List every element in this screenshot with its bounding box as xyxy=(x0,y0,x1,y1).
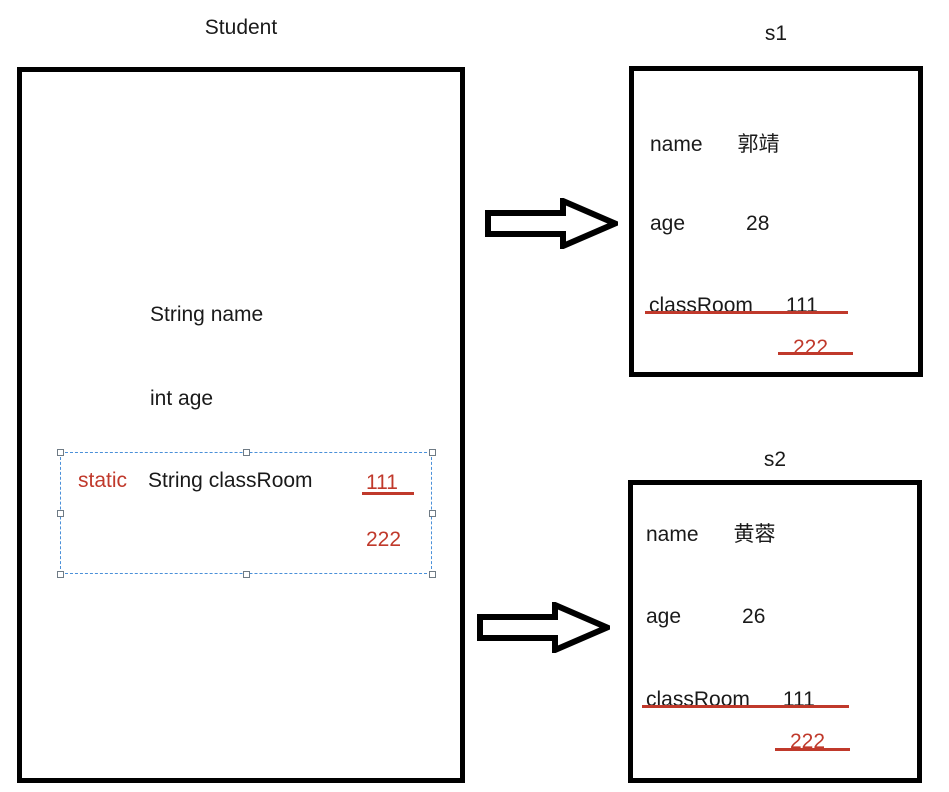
selection-handle-ne[interactable] xyxy=(429,449,436,456)
selection-handle-n[interactable] xyxy=(243,449,250,456)
instance-s2-row-name-value: 黄蓉 xyxy=(733,523,776,546)
selection-handle-s[interactable] xyxy=(243,571,250,578)
class-box-student xyxy=(17,67,465,783)
instance-s2-row-age: age 26 xyxy=(646,605,765,629)
instance-s2-row-classroom-new: 222 xyxy=(790,730,825,754)
instance-s2-row-classroom-new-value: 222 xyxy=(790,730,826,753)
instance-s1-row-name-label: name xyxy=(650,133,703,156)
arrow-to-s1 xyxy=(485,196,623,251)
instance-s2-row-classroom-label: classRoom xyxy=(646,688,750,711)
class-static-value-222-text: 222 xyxy=(366,528,402,551)
class-field-name-text: String name xyxy=(150,303,264,326)
class-static-modifier: static xyxy=(78,469,127,493)
class-static-value-111: 111 xyxy=(366,471,398,495)
instance-s1-row-age: age 28 xyxy=(650,212,769,236)
arrow-to-s2-icon xyxy=(477,600,615,655)
selection-handle-w[interactable] xyxy=(57,510,64,517)
class-field-age-text: int age xyxy=(150,387,214,410)
instance-s1-title: s1 xyxy=(764,22,788,45)
instance-s1-row-classroom-new: 222 xyxy=(793,336,828,360)
class-static-value-222: 222 xyxy=(366,528,401,552)
instance-s1-row-classroom-strike xyxy=(645,311,848,314)
instance-s1-row-classroom-label: classRoom xyxy=(649,294,753,317)
instance-s2-row-classroom-value: 111 xyxy=(782,688,815,711)
class-static-declaration: String classRoom xyxy=(148,469,313,493)
instance-s1-row-classroom-new-strike xyxy=(778,352,853,355)
instance-s1-row-age-value: 28 xyxy=(746,212,770,235)
selection-handle-sw[interactable] xyxy=(57,571,64,578)
instance-s2-row-name-label: name xyxy=(646,523,699,546)
instance-s1-row-classroom-new-value: 222 xyxy=(793,336,829,359)
instance-box-s2 xyxy=(628,480,922,783)
class-static-value-111-text: 111 xyxy=(366,471,398,494)
instance-s1-row-classroom-value: 111 xyxy=(785,294,818,317)
instance-s2-row-age-value: 26 xyxy=(742,605,766,628)
instance-s1-row-name: name 郭靖 xyxy=(650,128,780,158)
instance-s2-title: s2 xyxy=(763,448,787,471)
class-static-value-111-strike xyxy=(362,492,414,495)
class-field-name: String name xyxy=(150,303,263,327)
instance-s2-row-classroom-new-strike xyxy=(775,748,850,751)
arrow-to-s2 xyxy=(477,600,615,655)
selection-handle-se[interactable] xyxy=(429,571,436,578)
instance-s1-row-age-label: age xyxy=(650,212,686,235)
class-box-title: Student xyxy=(204,16,278,39)
class-static-declaration-text: String classRoom xyxy=(148,469,313,492)
selection-handle-nw[interactable] xyxy=(57,449,64,456)
instance-s1-row-name-value: 郭靖 xyxy=(737,133,780,156)
instance-s2-row-age-label: age xyxy=(646,605,682,628)
instance-s1-row-classroom: classRoom 111 xyxy=(649,294,818,318)
class-field-age: int age xyxy=(150,387,213,411)
instance-s2-row-classroom: classRoom 111 xyxy=(646,688,815,712)
class-static-modifier-text: static xyxy=(78,469,128,492)
instance-s2-row-name: name 黄蓉 xyxy=(646,518,776,548)
arrow-to-s1-icon xyxy=(485,196,623,251)
instance-box-s1 xyxy=(629,66,923,377)
selection-handle-e[interactable] xyxy=(429,510,436,517)
instance-s2-row-classroom-strike xyxy=(642,705,849,708)
selection-marquee[interactable] xyxy=(57,449,436,578)
